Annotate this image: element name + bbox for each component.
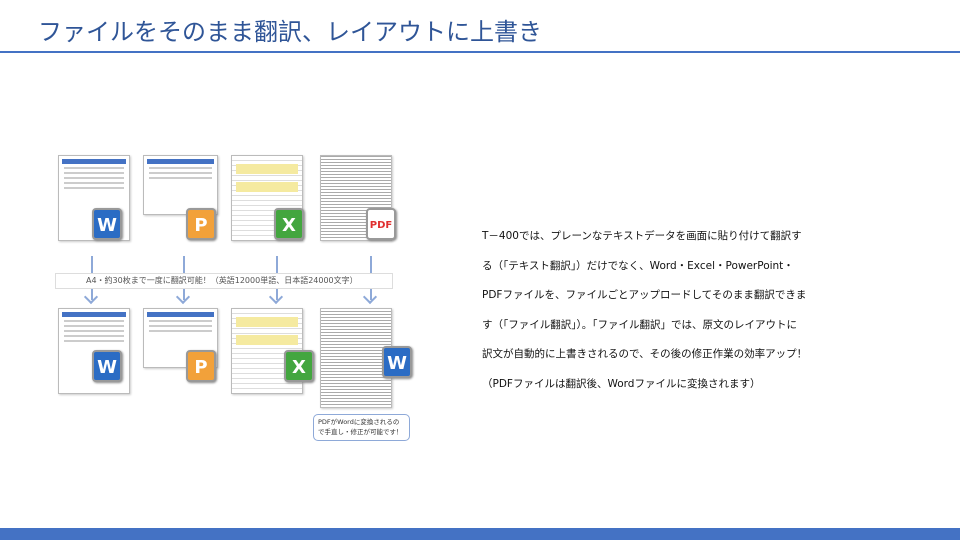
footer-bar	[0, 528, 960, 540]
ppt-translated-doc	[143, 308, 218, 368]
word-icon: W	[92, 208, 122, 240]
powerpoint-icon: P	[186, 208, 216, 240]
description-line: T－400では、プレーンなテキストデータを画面に貼り付けて翻訳す	[482, 230, 802, 242]
description-line: す（「ファイル翻訳」）。「ファイル翻訳」では、原文のレイアウトに	[482, 318, 797, 331]
page-title: ファイルをそのまま翻訳、レイアウトに上書き	[38, 18, 542, 46]
description-line: （PDFファイルは翻訳後、Wordファイルに変換されます）	[482, 377, 761, 390]
description-line: 訳文が自動的に上書きされるので、その後の修正作業の効率アップ！	[482, 348, 808, 360]
excel-icon: X	[284, 350, 314, 382]
ppt-source-doc	[143, 155, 218, 215]
description-text: T－400では、プレーンなテキストデータを画面に貼り付けて翻訳す る（「テキスト…	[482, 222, 882, 399]
word-icon: W	[382, 346, 412, 378]
capacity-banner: A4・約30枚まで一度に翻訳可能！（英語12000単語、日本語24000文字）	[55, 273, 393, 289]
description-line: る（「テキスト翻訳」）だけでなく、Word・Excel・PowerPoint・	[482, 259, 794, 272]
pdf-translated-doc	[320, 308, 392, 408]
excel-icon: X	[274, 208, 304, 240]
description-line: PDFファイルを、ファイルごとアップロードしてそのまま翻訳できま	[482, 289, 807, 301]
powerpoint-icon: P	[186, 350, 216, 382]
word-icon: W	[92, 350, 122, 382]
pdf-icon: PDF	[366, 208, 396, 240]
pdf-note-callout: PDFがWordに変換されるので手直し・修正が可能です！	[313, 414, 410, 441]
title-divider	[0, 51, 960, 53]
